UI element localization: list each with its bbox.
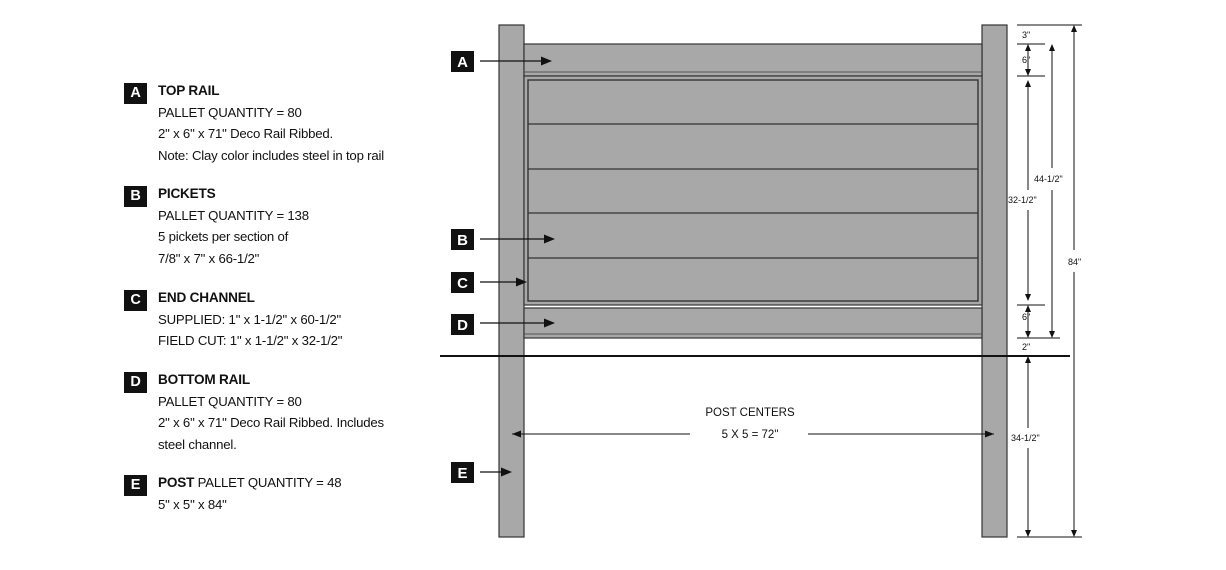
legend-badge-e: E [124,475,147,496]
callout-a: A [451,51,552,72]
dimension-labels: 3" 6" 32-1/2" 6" 2" 44-1/2" 34-1/2" 84" [1008,30,1081,443]
legend-line: FIELD CUT: 1" x 1-1/2" x 32-1/2" [158,333,343,348]
dim-below-ground: 34-1/2" [1011,433,1040,443]
dim-above-ground: 44-1/2" [1034,174,1063,184]
legend-line: PALLET QUANTITY = 80 [158,104,302,120]
legend-line: 5 pickets per section of [158,229,289,244]
legend-line: PALLET QUANTITY = 138 [158,207,309,223]
legend-line: 7/8" x 7" x 66-1/2" [158,250,260,266]
legend-line: 5" x 5" x 84" [158,496,227,512]
callout-d-letter: D [457,317,468,334]
bottom-rail [523,307,983,339]
legend-badge-a: A [124,83,147,104]
callout-e: E [451,462,512,483]
callout-b-letter: B [457,232,468,249]
legend-line: SUPPLIED: 1" x 1-1/2" x 60-1/2" [158,311,342,327]
legend-entry-pickets: B PICKETS PALLET QUANTITY = 138 5 picket… [124,183,454,269]
callout-d: D [451,314,555,335]
right-post [981,24,1008,538]
legend-line: 2" x 6" x 71" Deco Rail Ribbed. [158,126,333,141]
legend-title-bottom-rail: BOTTOM RAIL [158,372,250,387]
legend-badge-b: B [124,186,147,207]
dim-ground-gap: 2" [1022,342,1030,352]
post-centers-value: 5 X 5 = 72" [722,429,779,441]
legend-line: PALLET QUANTITY = 80 [158,393,302,409]
top-rail [523,43,983,77]
dimension-arrowheads [1025,25,1077,537]
legend-badge-c: C [124,290,147,311]
legend-title-post: POST [158,475,195,490]
legend-title-top-rail: TOP RAIL [158,83,220,98]
callout-e-letter: E [457,465,467,482]
legend-entry-top-rail: A TOP RAIL PALLET QUANTITY = 80 2" x 6" … [124,80,454,166]
post-centers-dimension: POST CENTERS 5 X 5 = 72" [512,407,994,441]
post-centers-label: POST CENTERS [705,407,795,419]
legend-post-quantity: PALLET QUANTITY = 48 [194,475,342,490]
legend-line: 2" x 6" x 71" Deco Rail Ribbed. Includes [158,415,384,430]
callout-a-letter: A [457,54,468,71]
legend-entry-bottom-rail: D BOTTOM RAIL PALLET QUANTITY = 80 2" x … [124,369,454,455]
legend-entry-post: E POST PALLET QUANTITY = 48 5" x 5" x 84… [124,472,454,515]
dim-top-gap: 3" [1022,30,1030,40]
callout-b: B [451,229,555,250]
dim-pickets: 32-1/2" [1008,195,1037,205]
legend-title-end-channel: END CHANNEL [158,290,255,305]
callout-c-letter: C [457,275,468,292]
legend-line: steel channel. [158,436,237,452]
picket-panel [527,79,979,302]
legend-badge-d: D [124,372,147,393]
legend-title-pickets: PICKETS [158,186,216,201]
legend-line: Note: Clay color includes steel in top r… [158,147,384,163]
vertical-dimensions [1017,24,1082,538]
dim-overall: 84" [1068,257,1081,267]
dim-bottom-rail: 6" [1022,312,1030,322]
legend-entry-end-channel: C END CHANNEL SUPPLIED: 1" x 1-1/2" x 60… [124,287,454,352]
callout-c: C [451,272,527,293]
dim-top-rail: 6" [1022,55,1030,65]
